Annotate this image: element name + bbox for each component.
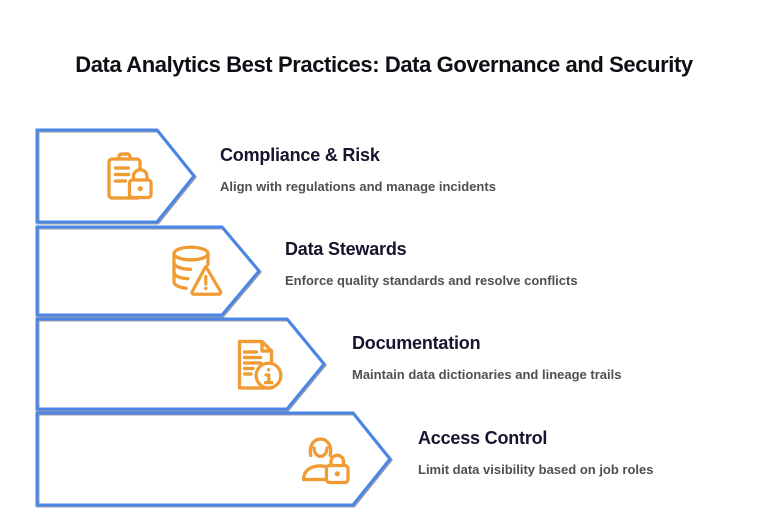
step-row-documentation: Documentation Maintain data dictionaries…: [352, 332, 621, 383]
step-description: Enforce quality standards and resolve co…: [285, 273, 578, 288]
step-description: Limit data visibility based on job roles: [418, 462, 654, 477]
arrow-shape-4: [35, 411, 392, 507]
step-row-compliance-risk: Compliance & Risk Align with regulations…: [220, 144, 496, 195]
database-warning-icon: [167, 243, 223, 299]
step-row-access-control: Access Control Limit data visibility bas…: [418, 427, 654, 478]
step-row-data-stewards: Data Stewards Enforce quality standards …: [285, 238, 578, 289]
step-title: Compliance & Risk: [220, 145, 380, 165]
arrow-shape-1: [35, 128, 196, 224]
arrow-shape-3: [35, 317, 326, 411]
document-info-icon: [231, 337, 287, 393]
arrow-shape-2: [35, 225, 261, 317]
page-title: Data Analytics Best Practices: Data Gove…: [75, 52, 693, 77]
step-title: Documentation: [352, 333, 481, 353]
user-lock-icon: [298, 434, 354, 490]
clipboard-lock-icon: [102, 150, 158, 206]
step-title: Data Stewards: [285, 239, 407, 259]
step-description: Maintain data dictionaries and lineage t…: [352, 367, 622, 382]
step-title: Access Control: [418, 428, 548, 448]
step-description: Align with regulations and manage incide…: [220, 179, 496, 194]
